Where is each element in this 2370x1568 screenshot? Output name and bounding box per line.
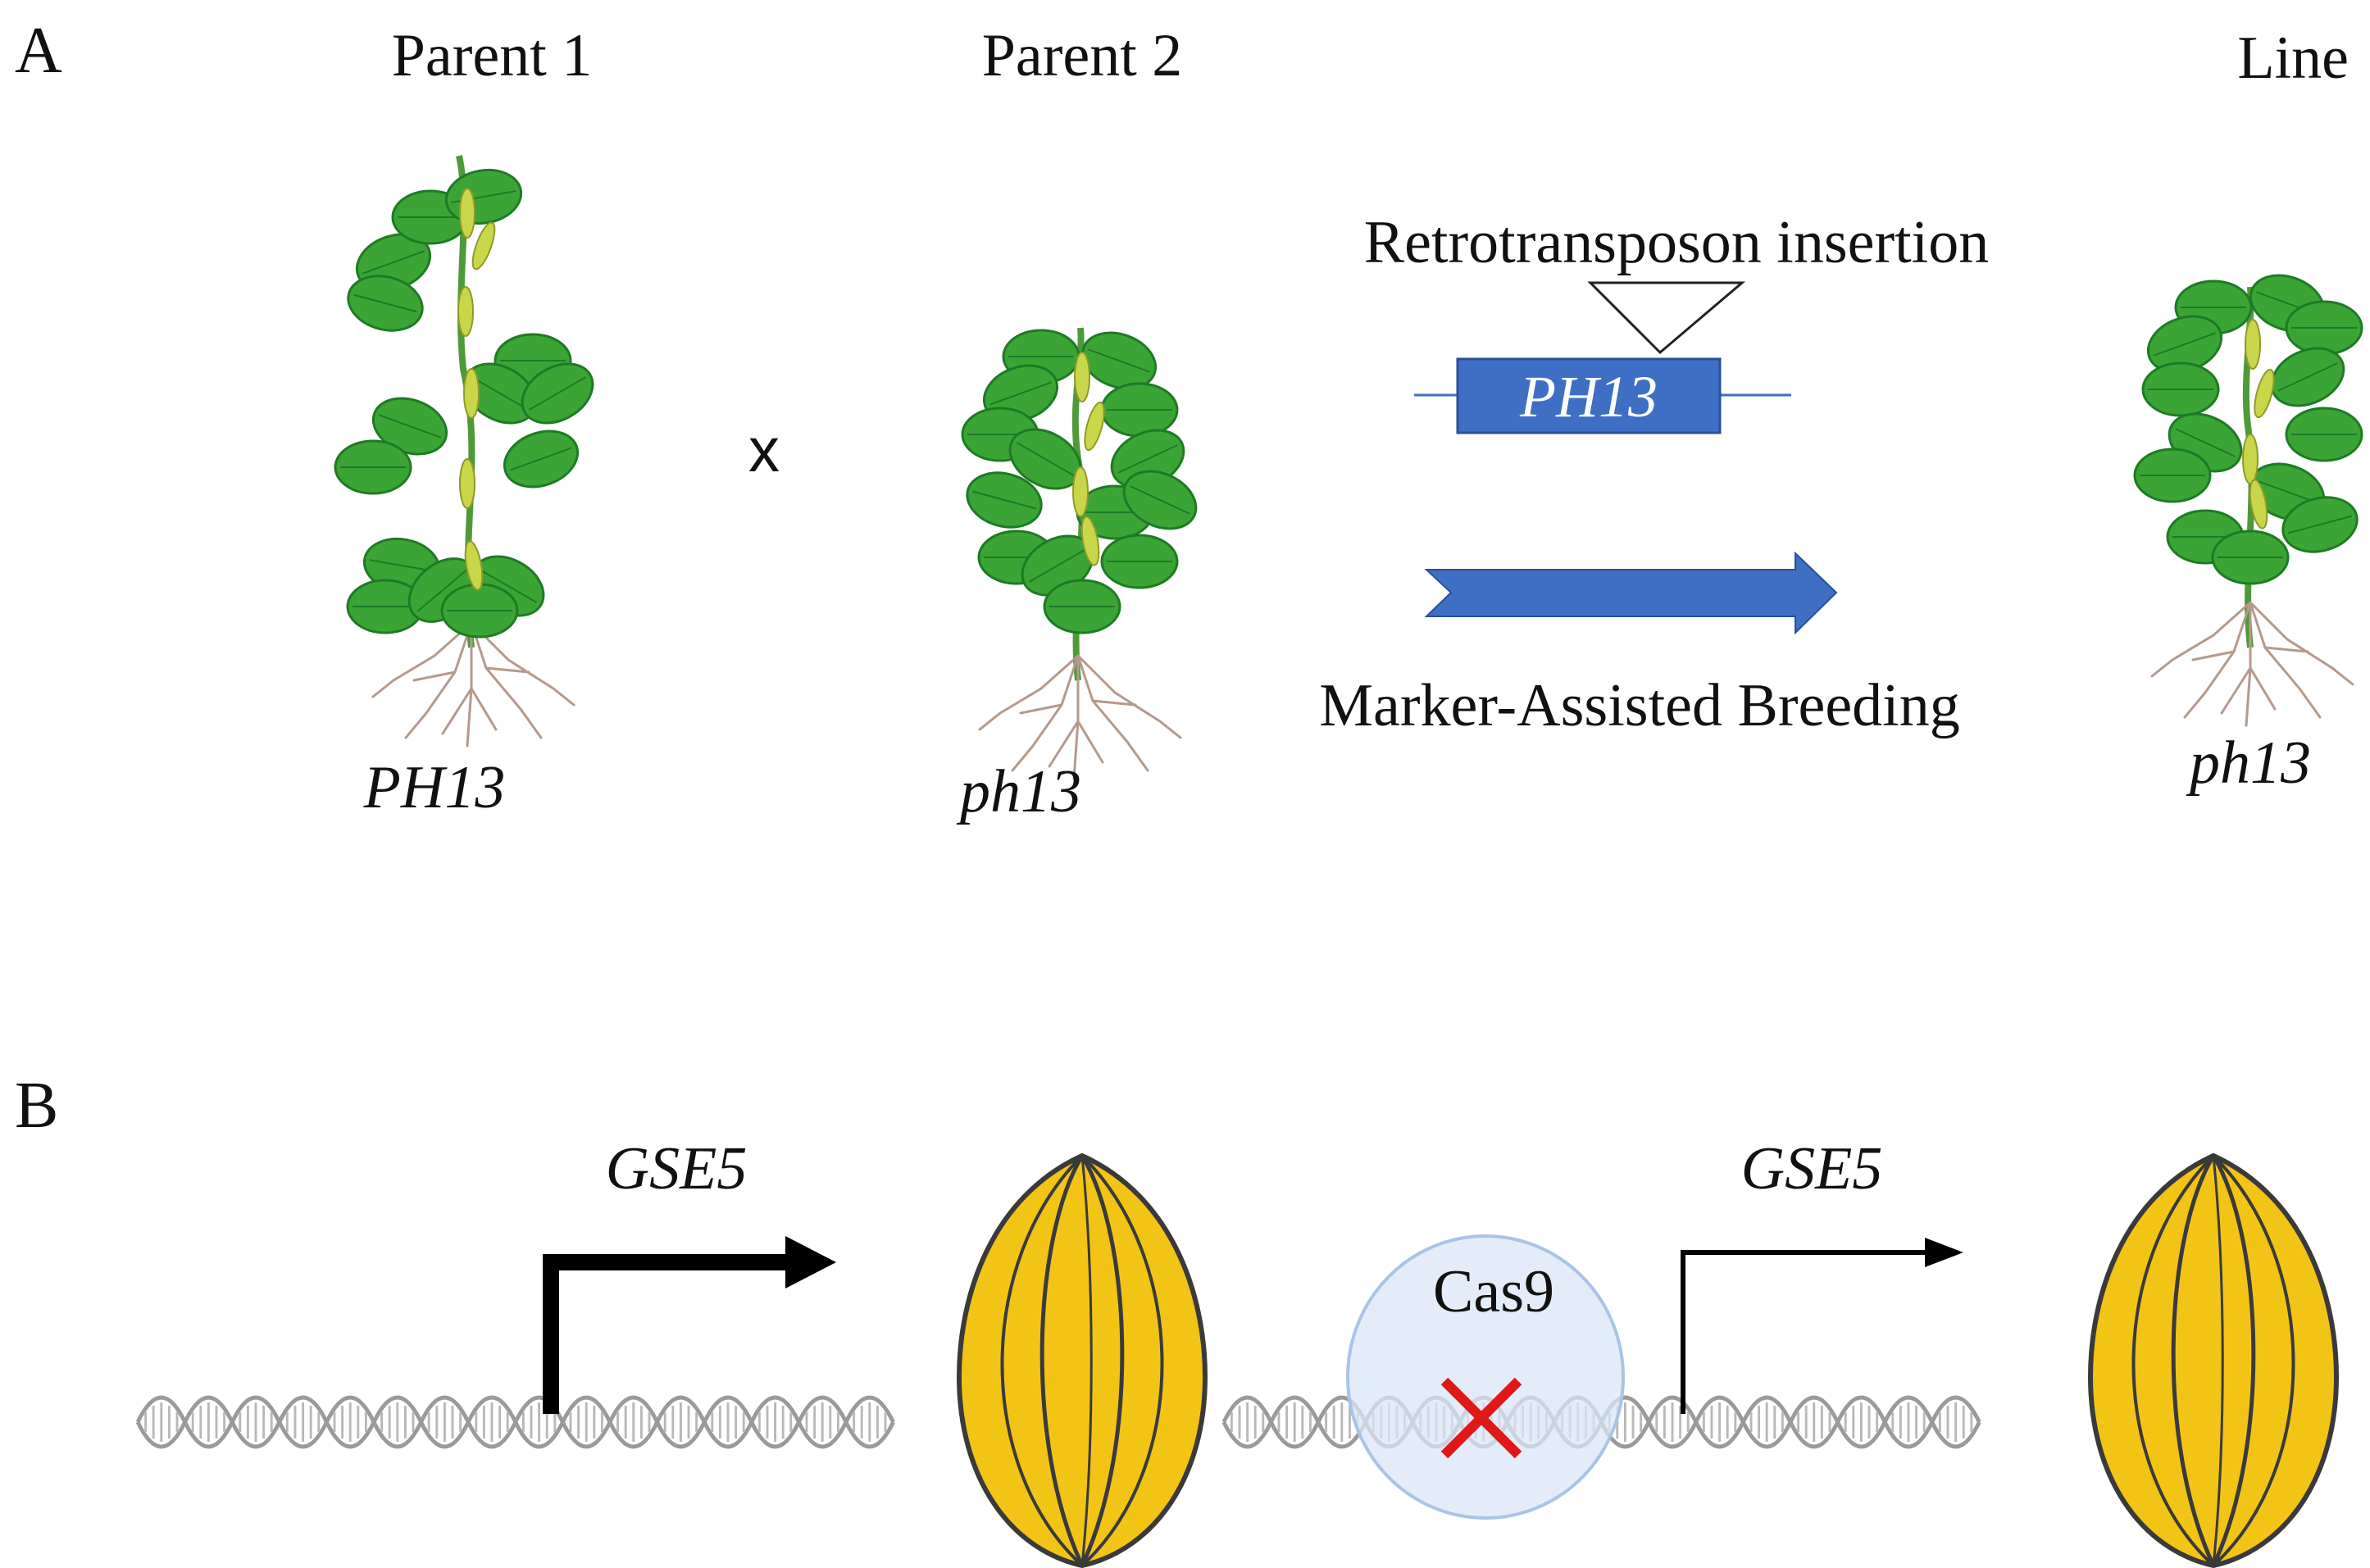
line-genotype: ph13 xyxy=(2186,729,2311,797)
method-label: Marker-Assisted Breeding xyxy=(1319,672,1959,739)
gene-box-label: PH13 xyxy=(1519,364,1658,429)
parent1-genotype: PH13 xyxy=(363,754,506,821)
parent2-title: Parent 2 xyxy=(982,22,1183,89)
parent2-genotype: ph13 xyxy=(956,758,1081,825)
panel-b-label: B xyxy=(15,1070,58,1142)
breeding-arrow xyxy=(1424,551,1838,635)
promoter-arrow-right xyxy=(1681,1250,1926,1414)
line-plant xyxy=(2133,264,2365,727)
insertion-triangle xyxy=(1587,281,1746,355)
line-title: Line xyxy=(2237,25,2349,92)
panel-a-label: A xyxy=(15,15,62,87)
promoter-arrow-left xyxy=(543,1254,787,1414)
dna-helix-left xyxy=(138,1398,894,1447)
cas9-protein xyxy=(1346,1234,1625,1520)
parent2-plant xyxy=(959,321,1207,780)
gene-box xyxy=(1456,357,1722,434)
cas9-label: Cas9 xyxy=(1433,1258,1554,1325)
seed-left xyxy=(959,1156,1205,1566)
cross-symbol: x xyxy=(748,416,780,485)
parent1-title: Parent 1 xyxy=(392,22,593,89)
insertion-label: Retrotransposon insertion xyxy=(1364,209,1990,276)
seed-right xyxy=(2090,1156,2336,1566)
gse5-label-right: GSE5 xyxy=(1741,1135,1883,1202)
cut-mark-icon xyxy=(1440,1377,1522,1459)
promoter-arrowhead-right xyxy=(1925,1238,1963,1267)
gse5-label-left: GSE5 xyxy=(606,1135,748,1202)
promoter-arrowhead-left xyxy=(785,1236,836,1288)
parent1-plant xyxy=(334,155,605,748)
